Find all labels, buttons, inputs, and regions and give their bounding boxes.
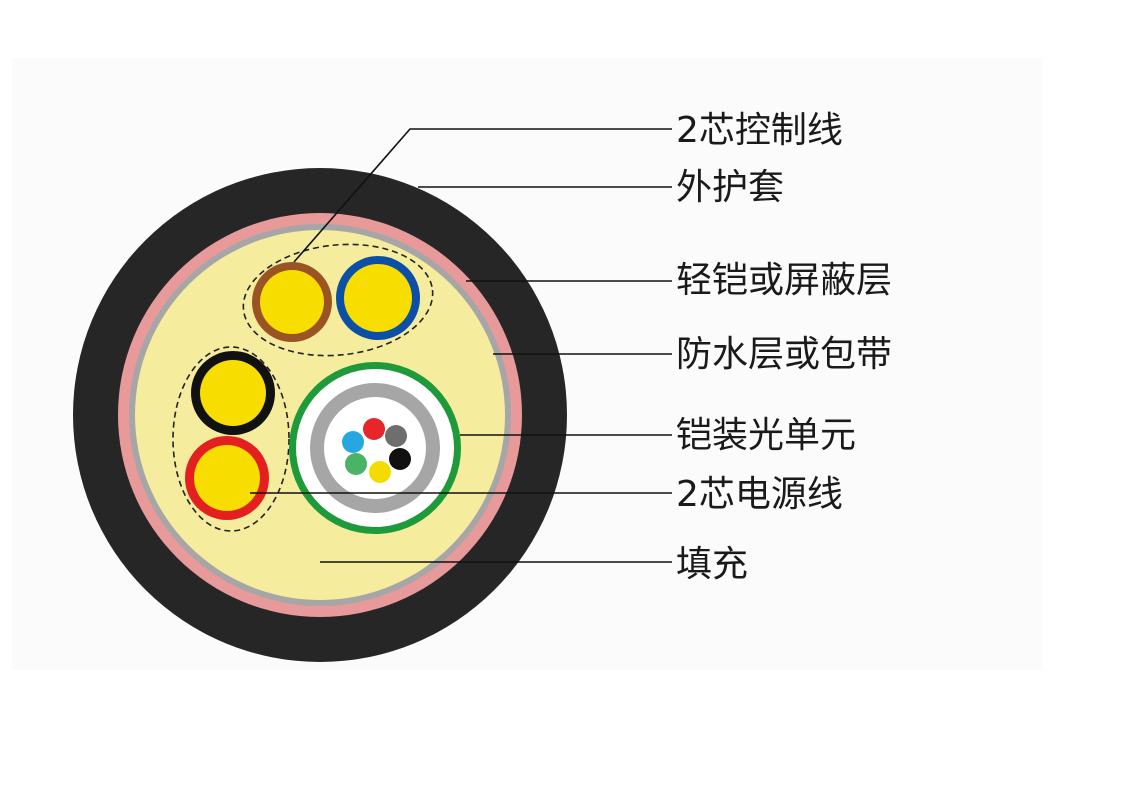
- fiber-green: [345, 453, 367, 475]
- brown-conductor: [260, 270, 324, 334]
- power-pair-outline: [172, 346, 290, 532]
- control-pair-outline: [242, 243, 434, 357]
- cable-body: [73, 168, 567, 662]
- label-filler: 填充: [676, 544, 748, 585]
- label-power-wire: 2芯电源线: [676, 474, 843, 515]
- label-armored-optical-unit: 铠装光单元: [676, 415, 856, 456]
- fiber-cyan: [342, 431, 364, 453]
- fiber-black: [389, 448, 411, 470]
- fiber-gray: [385, 425, 407, 447]
- fiber-yellow: [369, 461, 391, 483]
- label-outer-sheath: 外护套: [676, 167, 784, 208]
- blue-conductor: [344, 264, 412, 332]
- black-conductor: [200, 360, 266, 426]
- fiber-red: [363, 418, 385, 440]
- leader-control-wire: [293, 128, 672, 263]
- label-control-wire: 2芯控制线: [676, 110, 843, 151]
- callout-labels: 2芯控制线 外护套 轻铠或屏蔽层 防水层或包带 铠装光单元 2芯电源线 填充: [676, 110, 892, 585]
- leader-lines: [250, 128, 672, 563]
- optical-unit-core: [324, 397, 426, 499]
- label-waterproof-tape: 防水层或包带: [676, 334, 892, 375]
- red-conductor: [194, 445, 260, 511]
- label-armor-shield: 轻铠或屏蔽层: [676, 260, 892, 301]
